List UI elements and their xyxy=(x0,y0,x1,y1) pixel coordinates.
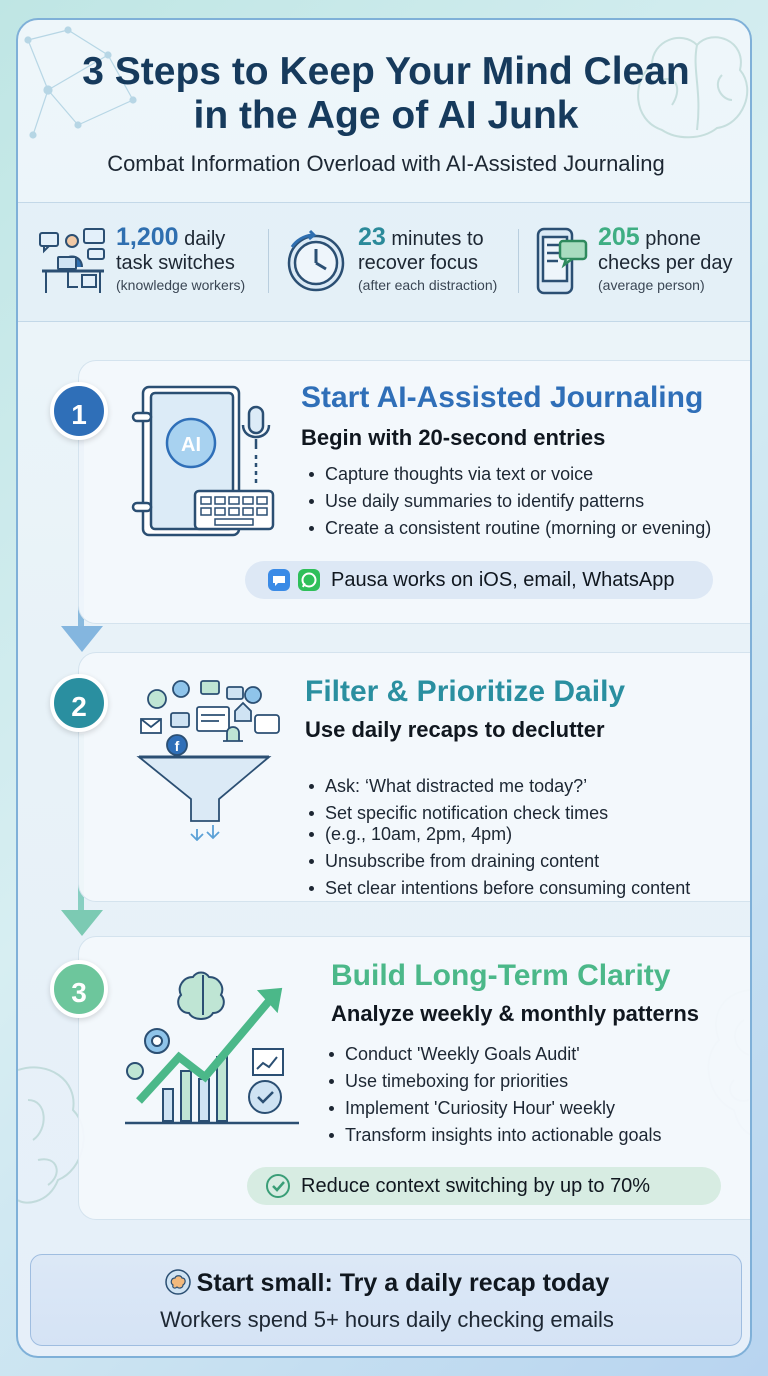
pill-text: Reduce context switching by up to 70% xyxy=(301,1175,651,1197)
list-item: Ask: ‘What distracted me today?’ xyxy=(307,773,690,800)
infographic-frame: 3 Steps to Keep Your Mind Clean in the A… xyxy=(16,18,752,1358)
step-bullets: Capture thoughts via text or voice Use d… xyxy=(307,461,711,542)
brain-outline-decoration-icon xyxy=(637,36,749,139)
step-card-1: AI Start AI-Assisted Journaling Begin wi… xyxy=(78,360,750,624)
list-item: Implement 'Curiosity Hour' weekly xyxy=(327,1095,662,1122)
message-app-icon xyxy=(268,569,290,591)
funnel-icon: f xyxy=(136,680,280,841)
step-subtitle: Use daily recaps to declutter xyxy=(305,717,605,742)
step-bullets: Ask: ‘What distracted me today?’ Set spe… xyxy=(307,773,690,902)
svg-text:f: f xyxy=(175,738,180,754)
step-subtitle: Begin with 20-second entries xyxy=(301,425,606,450)
whatsapp-icon xyxy=(298,569,320,591)
divider xyxy=(518,229,519,293)
step-bullets: Conduct 'Weekly Goals Audit' Use timebox… xyxy=(327,1041,662,1149)
list-item: Set specific notification check times xyxy=(307,800,690,827)
stat-label-line2: recover focus xyxy=(358,252,479,274)
result-pill: Reduce context switching by up to 70% xyxy=(247,1167,721,1205)
step-subtitle: Analyze weekly & monthly patterns xyxy=(331,1001,699,1026)
stat-phone-checks: 205 phone checks per day (average person… xyxy=(530,203,750,323)
step-title: Build Long-Term Clarity xyxy=(331,959,671,992)
list-item: Transform insights into actionable goals xyxy=(327,1122,662,1149)
pill-text: Pausa works on iOS, email, WhatsApp xyxy=(331,569,675,591)
list-item: Capture thoughts via text or voice xyxy=(307,461,711,488)
list-item: Unsubscribe from draining content xyxy=(307,848,690,875)
stat-recover-focus: 23 minutes to recover focus (after each … xyxy=(280,203,520,323)
check-circle-icon xyxy=(266,1174,290,1198)
brain-icon xyxy=(164,1269,191,1295)
stat-note: (knowledge workers) xyxy=(116,277,246,293)
step-card-3: Build Long-Term Clarity Analyze weekly &… xyxy=(78,936,750,1220)
stat-value: 205 xyxy=(598,223,640,251)
footer-title-text: Start small: Try a daily recap today xyxy=(196,1269,610,1297)
page-title: 3 Steps to Keep Your Mind Clean in the A… xyxy=(18,50,750,138)
footer-title: Start small: Try a daily recap today xyxy=(31,1269,743,1298)
stat-label: phone xyxy=(645,228,701,250)
stat-label-line2: task switches xyxy=(116,252,235,274)
stat-note: (average person) xyxy=(598,277,705,293)
title-line-1: 3 Steps to Keep Your Mind Clean xyxy=(82,50,690,93)
list-item: Use timeboxing for priorities xyxy=(327,1068,662,1095)
stats-bar: 1,200 daily task switches (knowledge wor… xyxy=(18,202,750,323)
stat-note: (after each distraction) xyxy=(358,277,498,293)
platform-pill: Pausa works on iOS, email, WhatsApp xyxy=(245,561,713,599)
stat-task-switches: 1,200 daily task switches (knowledge wor… xyxy=(34,203,270,323)
list-item: Conduct 'Weekly Goals Audit' xyxy=(327,1041,662,1068)
step-title: Filter & Prioritize Daily xyxy=(305,675,626,708)
clock-icon xyxy=(287,229,345,292)
ai-journal-icon: AI xyxy=(131,385,275,537)
svg-text:AI: AI xyxy=(181,434,201,456)
page-subtitle: Combat Information Overload with AI-Assi… xyxy=(107,151,665,176)
stat-value: 1,200 xyxy=(116,223,179,251)
phone-icon xyxy=(536,227,588,295)
list-item-continuation: (e.g., 10am, 2pm, 4pm) xyxy=(307,821,690,848)
step-number-badge: 2 xyxy=(50,674,108,732)
desk-worker-icon xyxy=(39,228,105,293)
list-item: Use daily summaries to identify patterns xyxy=(307,488,711,515)
growth-chart-icon xyxy=(125,971,299,1125)
footer-subtitle: Workers spend 5+ hours daily checking em… xyxy=(160,1307,614,1332)
footer-callout: Start small: Try a daily recap today Wor… xyxy=(30,1254,742,1346)
step-title: Start AI-Assisted Journaling xyxy=(301,381,704,414)
step-number-badge: 3 xyxy=(50,960,108,1018)
arrow-down-icon xyxy=(61,910,103,936)
divider xyxy=(268,229,269,293)
title-line-2: in the Age of AI Junk xyxy=(193,94,579,137)
stat-label: minutes to xyxy=(391,228,484,250)
arrow-down-icon xyxy=(61,626,103,652)
step-number-badge: 1 xyxy=(50,382,108,440)
stat-value: 23 xyxy=(358,223,386,251)
network-decoration-icon xyxy=(24,26,137,139)
list-item: Set clear intentions before consuming co… xyxy=(307,875,690,902)
list-item: Create a consistent routine (morning or … xyxy=(307,515,711,542)
step-card-2: f Filter & Prioritize Daily Use daily re… xyxy=(78,652,750,902)
stat-label: daily xyxy=(184,228,226,250)
stat-label-line2: checks per day xyxy=(598,252,733,274)
